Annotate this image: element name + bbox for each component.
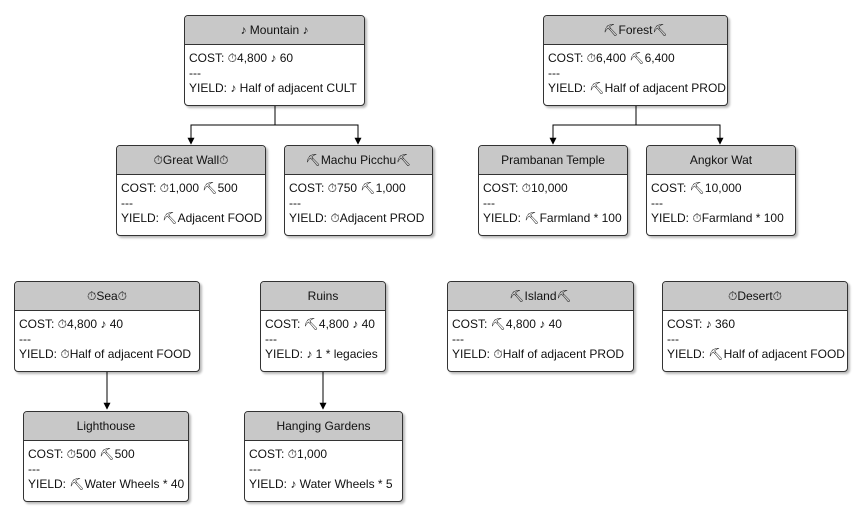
node-forest: ⛏Forest⛏ COST: ⏱6,400 ⛏6,400 --- YIELD: … xyxy=(543,15,728,106)
node-ruins: Ruins COST: ⛏4,800 ♪ 40 --- YIELD: ♪ 1 *… xyxy=(260,281,386,372)
edge-forest-prambanan xyxy=(549,106,637,145)
separator-text: --- xyxy=(483,196,495,210)
node-body: COST: ♪ 360 --- YIELD: ⛏Half of adjacent… xyxy=(663,311,847,361)
node-island: ⛏Island⛏ COST: ⛏4,800 ♪ 40 --- YIELD: ⏱H… xyxy=(447,281,634,372)
node-great-wall: ⏱Great Wall⏱ COST: ⏱1,000 ⛏500 --- YIELD… xyxy=(116,145,266,236)
cost-text: COST: ⏱750 ⛏1,000 xyxy=(289,181,406,195)
node-body: COST: ⏱1,000 ⛏500 --- YIELD: ⛏Adjacent F… xyxy=(117,175,265,225)
node-body: COST: ⏱4,800 ♪ 60 --- YIELD: ♪ Half of a… xyxy=(185,45,364,95)
node-body: COST: ⛏4,800 ♪ 40 --- YIELD: ♪ 1 * legac… xyxy=(261,311,385,361)
node-title: Lighthouse xyxy=(24,412,188,441)
node-body: COST: ⏱750 ⛏1,000 --- YIELD: ⏱Adjacent P… xyxy=(285,175,432,225)
separator-text: --- xyxy=(548,66,560,80)
yield-text: YIELD: ⏱Farmland * 100 xyxy=(651,211,784,225)
node-title: ♪ Mountain ♪ xyxy=(185,16,364,45)
cost-text: COST: ⏱500 ⛏500 xyxy=(28,447,135,461)
node-lighthouse: Lighthouse COST: ⏱500 ⛏500 --- YIELD: ⛏W… xyxy=(23,411,189,502)
node-title: Prambanan Temple xyxy=(479,146,627,175)
separator-text: --- xyxy=(121,196,133,210)
separator-text: --- xyxy=(452,332,464,346)
separator-text: --- xyxy=(249,462,261,476)
node-title: Hanging Gardens xyxy=(245,412,402,441)
separator-text: --- xyxy=(265,332,277,346)
node-angkor-wat: Angkor Wat COST: ⛏10,000 --- YIELD: ⏱Far… xyxy=(646,145,796,236)
node-title: ⏱Sea⏱ xyxy=(15,282,199,311)
node-hanging-gardens: Hanging Gardens COST: ⏱1,000 --- YIELD: … xyxy=(244,411,403,502)
cost-text: COST: ⏱4,800 ♪ 40 xyxy=(19,317,124,331)
yield-text: YIELD: ♪ Half of adjacent CULT xyxy=(189,81,357,95)
yield-text: YIELD: ♪ Water Wheels * 5 xyxy=(249,477,393,491)
yield-text: YIELD: ⏱Half of adjacent FOOD xyxy=(19,347,192,361)
cost-text: COST: ⏱4,800 ♪ 60 xyxy=(189,51,294,65)
yield-text: YIELD: ⛏Half of adjacent FOOD xyxy=(667,347,845,361)
cost-text: COST: ⏱1,000 ⛏500 xyxy=(121,181,238,195)
cost-text: COST: ⏱6,400 ⛏6,400 xyxy=(548,51,675,65)
node-title: ⛏Machu Picchu⛏ xyxy=(285,146,432,175)
node-body: COST: ⏱10,000 --- YIELD: ⛏Farmland * 100 xyxy=(479,175,627,225)
separator-text: --- xyxy=(289,196,301,210)
node-title: ⏱Great Wall⏱ xyxy=(117,146,265,175)
edge-mountain-great-wall xyxy=(187,106,276,145)
cost-text: COST: ⏱10,000 xyxy=(483,181,568,195)
node-title: ⏱Desert⏱ xyxy=(663,282,847,311)
cost-text: COST: ♪ 360 xyxy=(667,317,736,331)
yield-text: YIELD: ⏱Adjacent PROD xyxy=(289,211,425,225)
edge-forest-angkor xyxy=(636,124,724,145)
cost-text: COST: ⛏4,800 ♪ 40 xyxy=(265,317,375,331)
node-body: COST: ⏱1,000 --- YIELD: ♪ Water Wheels *… xyxy=(245,441,402,491)
separator-text: --- xyxy=(189,66,201,80)
node-mountain: ♪ Mountain ♪ COST: ⏱4,800 ♪ 60 --- YIELD… xyxy=(184,15,365,106)
edge-mountain-machu-picchu xyxy=(275,124,362,145)
cost-text: COST: ⛏4,800 ♪ 40 xyxy=(452,317,562,331)
node-desert: ⏱Desert⏱ COST: ♪ 360 --- YIELD: ⛏Half of… xyxy=(662,281,848,372)
node-prambanan-temple: Prambanan Temple COST: ⏱10,000 --- YIELD… xyxy=(478,145,628,236)
separator-text: --- xyxy=(667,332,679,346)
yield-text: YIELD: ⛏Adjacent FOOD xyxy=(121,211,263,225)
separator-text: --- xyxy=(651,196,663,210)
node-title: Ruins xyxy=(261,282,385,311)
node-body: COST: ⏱500 ⛏500 --- YIELD: ⛏Water Wheels… xyxy=(24,441,188,491)
node-sea: ⏱Sea⏱ COST: ⏱4,800 ♪ 40 --- YIELD: ⏱Half… xyxy=(14,281,200,372)
node-title: Angkor Wat xyxy=(647,146,795,175)
cost-text: COST: ⏱1,000 xyxy=(249,447,328,461)
node-machu-picchu: ⛏Machu Picchu⛏ COST: ⏱750 ⛏1,000 --- YIE… xyxy=(284,145,433,236)
cost-text: COST: ⛏10,000 xyxy=(651,181,742,195)
node-body: COST: ⏱4,800 ♪ 40 --- YIELD: ⏱Half of ad… xyxy=(15,311,199,361)
yield-text: YIELD: ♪ 1 * legacies xyxy=(265,347,378,361)
yield-text: YIELD: ⛏Water Wheels * 40 xyxy=(28,477,185,491)
node-body: COST: ⛏4,800 ♪ 40 --- YIELD: ⏱Half of ad… xyxy=(448,311,633,361)
yield-text: YIELD: ⏱Half of adjacent PROD xyxy=(452,347,625,361)
yield-text: YIELD: ⛏Farmland * 100 xyxy=(483,211,622,225)
node-body: COST: ⛏10,000 --- YIELD: ⏱Farmland * 100 xyxy=(647,175,795,225)
node-body: COST: ⏱6,400 ⛏6,400 --- YIELD: ⛏Half of … xyxy=(544,45,727,95)
yield-text: YIELD: ⛏Half of adjacent PROD xyxy=(548,81,726,95)
separator-text: --- xyxy=(28,462,40,476)
node-title: ⛏Forest⛏ xyxy=(544,16,727,45)
node-title: ⛏Island⛏ xyxy=(448,282,633,311)
separator-text: --- xyxy=(19,332,31,346)
